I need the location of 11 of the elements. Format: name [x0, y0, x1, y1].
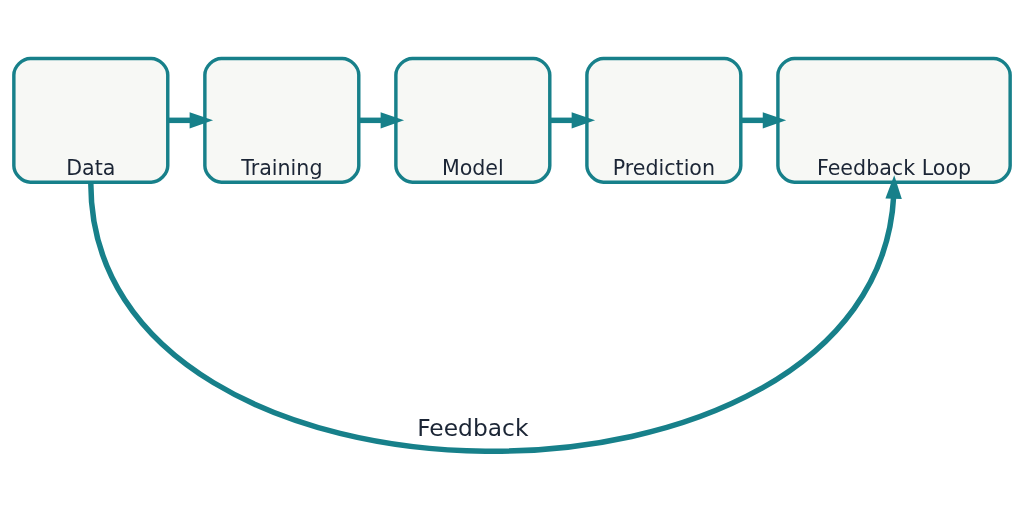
node-box: Model: [394, 56, 552, 184]
node-box: Data: [12, 56, 170, 184]
node-box: Prediction: [585, 56, 743, 184]
arrow: [740, 111, 787, 129]
arrow: [88, 174, 902, 454]
arrow: [359, 111, 405, 129]
node-box: Training: [203, 56, 361, 184]
edge-label: Feedback: [417, 413, 529, 442]
arrow: [168, 111, 214, 129]
arrow: [550, 111, 596, 129]
node-box: Feedback Loop: [776, 56, 1012, 184]
